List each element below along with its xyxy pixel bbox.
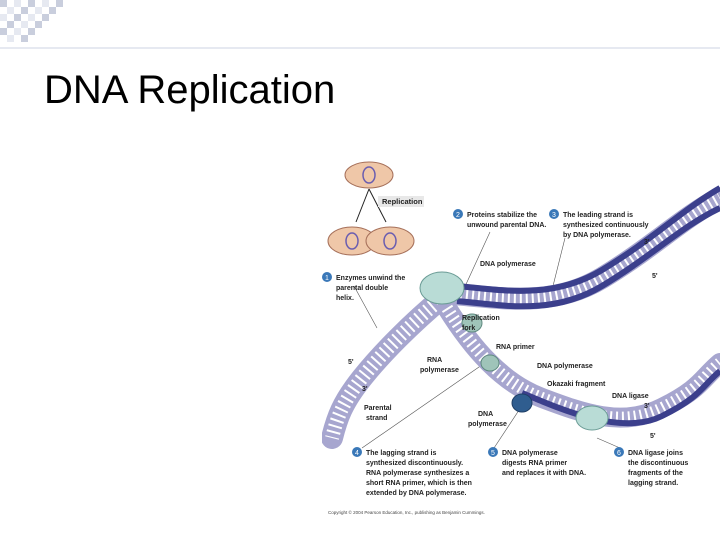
svg-text:4: 4	[355, 450, 359, 457]
svg-text:DNA ligase: DNA ligase	[612, 393, 649, 400]
replication-arrow-label: Replication	[382, 197, 423, 206]
svg-text:RNA primer: RNA primer	[496, 344, 535, 351]
svg-text:5: 5	[491, 450, 495, 457]
svg-text:3': 3'	[644, 239, 650, 246]
checker-cell	[14, 0, 21, 7]
checker-cell	[28, 14, 35, 21]
checker-cell	[21, 7, 28, 14]
svg-text:5': 5'	[652, 273, 658, 280]
dna-replication-diagram: Replication 1 Enzymes unwin	[322, 161, 720, 515]
checker-cell	[28, 28, 35, 35]
checker-cell	[49, 7, 56, 14]
checker-cell	[7, 21, 14, 28]
checker-cell	[21, 35, 28, 42]
copyright-notice: Copyright © 2004 Pearson Education, Inc.…	[328, 509, 485, 515]
svg-text:DNA polymerase: DNA polymerase	[537, 363, 593, 370]
checker-cell	[0, 28, 7, 35]
checker-cell	[35, 7, 42, 14]
checker-pattern	[0, 0, 720, 49]
slide-title: DNA Replication	[44, 68, 336, 112]
leading-strand-duplex	[431, 185, 720, 310]
checker-cell	[7, 35, 14, 42]
checker-cell	[7, 7, 14, 14]
svg-text:5': 5'	[348, 359, 354, 366]
svg-text:DNA polymerase: DNA polymerase	[480, 261, 536, 268]
svg-text:3: 3	[552, 212, 556, 219]
header-rule	[0, 47, 720, 49]
checker-cell	[14, 28, 21, 35]
parental-strand	[322, 287, 453, 449]
svg-text:6: 6	[617, 450, 621, 457]
svg-text:3': 3'	[644, 403, 650, 410]
checker-cell	[0, 0, 7, 7]
svg-text:Okazaki fragment: Okazaki fragment	[547, 381, 606, 388]
cell-division-icon: Replication	[327, 161, 424, 256]
checker-cell	[42, 14, 49, 21]
svg-text:5': 5'	[650, 433, 656, 440]
checker-cell	[56, 0, 63, 7]
checker-cell	[42, 0, 49, 7]
svg-text:1: 1	[325, 275, 329, 282]
checker-cell	[28, 0, 35, 7]
svg-text:2: 2	[456, 212, 460, 219]
checker-cell	[35, 21, 42, 28]
checker-cell	[0, 14, 7, 21]
svg-text:3': 3'	[362, 386, 368, 393]
enzymes	[419, 271, 609, 431]
checker-cell	[14, 14, 21, 21]
checker-cell	[21, 21, 28, 28]
